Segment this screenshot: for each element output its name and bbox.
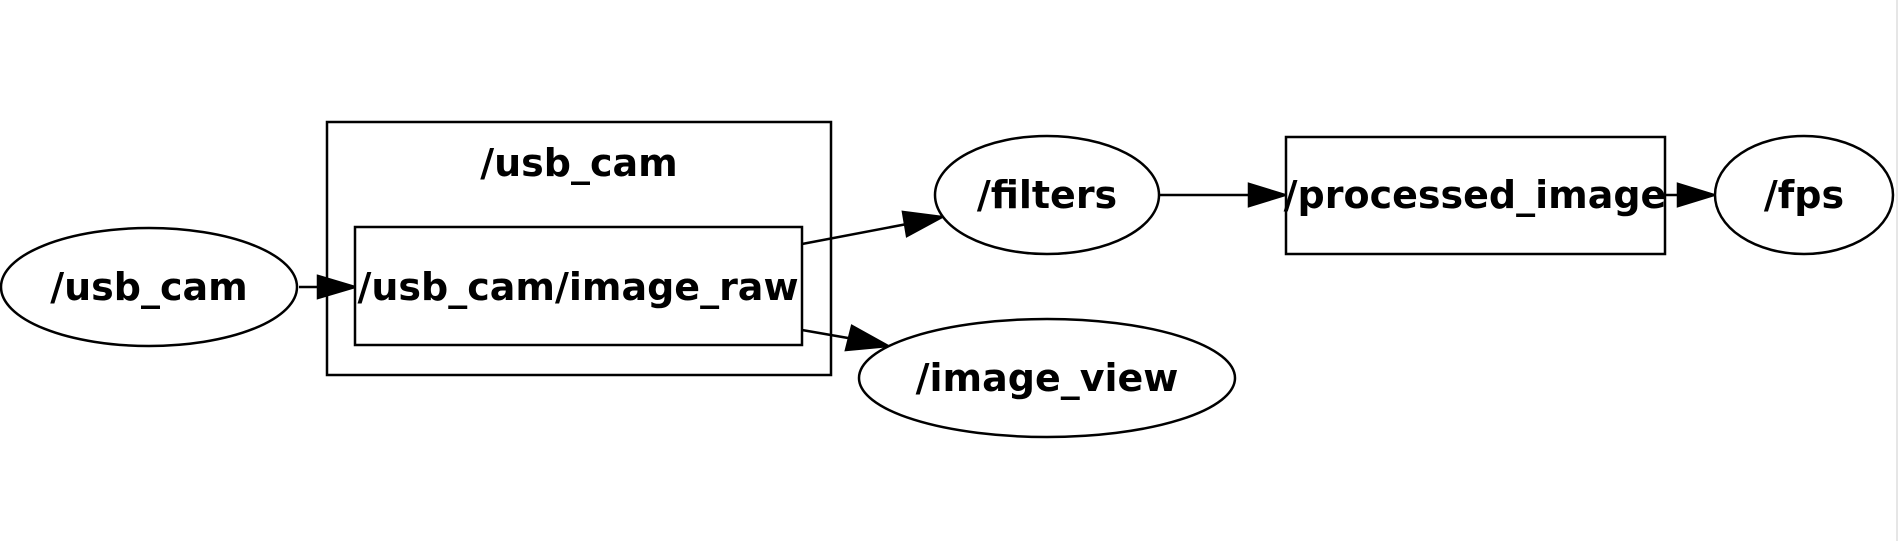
arrow-head — [316, 274, 360, 300]
node-filters[interactable]: /filters — [933, 134, 1161, 256]
node-label: /fps — [1764, 173, 1844, 217]
topic-shape-box — [353, 225, 804, 347]
topic-processed-image[interactable]: /processed_image — [1284, 135, 1667, 256]
arrow-head — [1247, 182, 1290, 208]
node-fps[interactable]: /fps — [1713, 134, 1895, 256]
node-label: /filters — [977, 173, 1117, 217]
edge-usb-cam-to-image-raw — [299, 274, 360, 300]
topic-usb-cam-image-raw[interactable]: /usb_cam/image_raw — [353, 225, 804, 347]
node-usb-cam[interactable]: /usb_cam — [0, 226, 299, 348]
edge-line — [801, 222, 908, 246]
arrow-head — [901, 210, 946, 238]
arrow-head — [1676, 182, 1719, 208]
edge-image-raw-to-filters — [801, 210, 946, 246]
node-image-view[interactable]: /image_view — [857, 317, 1237, 439]
node-label: /usb_cam — [50, 265, 248, 309]
edge-line — [801, 328, 849, 340]
edge-image-raw-to-image-view — [801, 324, 893, 352]
edge-filters-to-processed-image — [1159, 182, 1290, 208]
arrow-head — [844, 324, 893, 352]
node-label: /image_view — [916, 356, 1179, 400]
node-shape-ellipse — [1713, 134, 1895, 256]
node-shape-ellipse — [933, 134, 1161, 256]
node-shape-ellipse — [0, 226, 299, 348]
topic-shape-box — [1284, 135, 1667, 256]
node-shape-ellipse — [857, 317, 1237, 439]
topic-label: /processed_image — [1284, 173, 1667, 217]
namespace-cluster-label: /usb_cam — [480, 141, 678, 185]
topic-label: /usb_cam/image_raw — [357, 265, 798, 309]
right-border-divider — [1896, 0, 1898, 541]
edge-processed-image-to-fps — [1665, 182, 1719, 208]
